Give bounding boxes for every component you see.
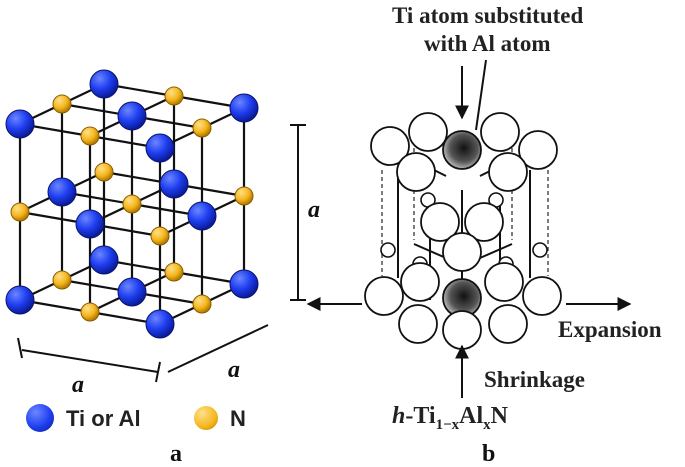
lattice-height-label: a bbox=[308, 197, 320, 223]
ti-atom bbox=[398, 304, 438, 344]
ti-al-atom bbox=[187, 201, 217, 231]
wurtzite-structure bbox=[364, 112, 562, 350]
ti-al-atom bbox=[5, 109, 35, 139]
lattice-depth-label: a bbox=[228, 357, 240, 383]
ti-al-atom bbox=[159, 169, 189, 199]
n-atom bbox=[234, 186, 254, 206]
ti-al-atom bbox=[145, 309, 175, 339]
ti-al-atom bbox=[117, 101, 147, 131]
legend-label-ti-al: Ti or Al bbox=[66, 406, 141, 431]
blue-atom-icon bbox=[26, 404, 54, 432]
ti-atom bbox=[408, 112, 448, 152]
expansion-label: Expansion bbox=[558, 317, 662, 342]
ti-atom bbox=[480, 112, 520, 152]
shrinkage-label: Shrinkage bbox=[484, 367, 585, 392]
ti-al-atom bbox=[47, 177, 77, 207]
ti-atom bbox=[442, 232, 482, 272]
annotation-line-2: with Al atom bbox=[424, 31, 551, 56]
bond bbox=[413, 243, 447, 259]
lattice-width-label: a bbox=[72, 372, 84, 398]
ti-al-atom bbox=[75, 209, 105, 239]
n-atom bbox=[80, 302, 100, 322]
ti-atom bbox=[488, 152, 528, 192]
ti-atom bbox=[522, 276, 562, 316]
ti-al-atom bbox=[5, 285, 35, 315]
n-atom bbox=[532, 242, 548, 258]
arrows bbox=[306, 59, 632, 398]
bond bbox=[479, 243, 513, 259]
ti-atom bbox=[442, 310, 482, 350]
substitution-pointer bbox=[475, 59, 487, 131]
panel-a-caption: a bbox=[170, 441, 182, 467]
chemical-formula: h-Ti1−xAlxN bbox=[392, 403, 508, 433]
n-atom bbox=[192, 294, 212, 314]
ti-atom bbox=[364, 276, 404, 316]
n-atom bbox=[122, 194, 142, 214]
ti-atom bbox=[370, 126, 410, 166]
ti-atom bbox=[400, 262, 440, 302]
ti-al-atom bbox=[229, 269, 259, 299]
dimension-lines bbox=[17, 124, 306, 383]
ti-al-atom bbox=[229, 93, 259, 123]
rocksalt-lattice bbox=[5, 69, 259, 339]
al-substituted-atom bbox=[442, 130, 482, 170]
n-atom bbox=[10, 202, 30, 222]
ti-atom bbox=[484, 262, 524, 302]
ti-atom bbox=[518, 130, 558, 170]
n-atom bbox=[380, 242, 396, 258]
n-atom bbox=[80, 126, 100, 146]
ti-al-atom bbox=[89, 69, 119, 99]
n-atom bbox=[52, 94, 72, 114]
n-atom bbox=[164, 262, 184, 282]
ti-atom bbox=[396, 152, 436, 192]
n-atom bbox=[164, 86, 184, 106]
annotation-line-1: Ti atom substituted bbox=[392, 3, 584, 28]
legend: Ti or Al N bbox=[26, 402, 286, 438]
ti-al-atom bbox=[145, 133, 175, 163]
ti-atom bbox=[420, 202, 460, 242]
n-atom bbox=[52, 270, 72, 290]
ti-atom bbox=[464, 202, 504, 242]
ti-atom bbox=[488, 304, 528, 344]
panel-b-caption: b bbox=[482, 441, 496, 467]
n-atom bbox=[192, 118, 212, 138]
yellow-atom-icon bbox=[194, 406, 218, 430]
legend-label-n: N bbox=[230, 406, 246, 431]
n-atom bbox=[94, 162, 114, 182]
ti-al-atom bbox=[117, 277, 147, 307]
ti-al-atom bbox=[89, 245, 119, 275]
n-atom bbox=[150, 226, 170, 246]
